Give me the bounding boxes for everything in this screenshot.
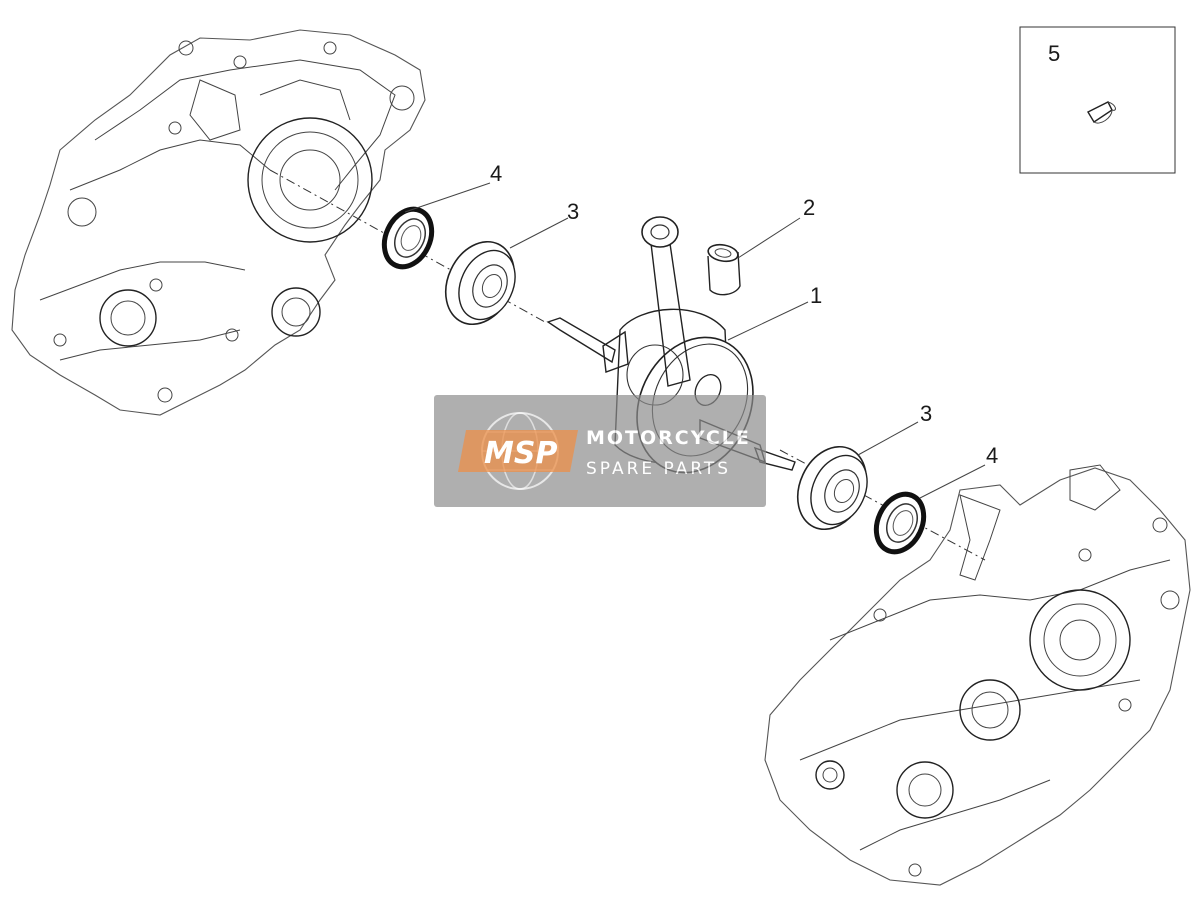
watermark-logo: MSP [484,436,557,471]
bush [707,243,741,296]
watermark-line1: MOTORCYCLE [586,427,751,449]
watermark-line2: SPARE PARTS [586,459,731,479]
woodruff-key [1087,101,1116,124]
callout-5: 5 [1048,41,1060,66]
callout-3-right: 3 [920,401,932,426]
callout-4-right: 4 [986,443,998,468]
watermark: MSP MOTORCYCLE SPARE PARTS [434,395,766,507]
left-crankcase-half [11,29,426,416]
oil-seal-right [873,491,927,555]
inset-box-part-5: 5 [1019,26,1176,174]
leader-lines [404,182,986,499]
callout-3-left: 3 [567,199,579,224]
callout-1: 1 [810,283,822,308]
callout-2: 2 [803,195,815,220]
bearing-left [444,240,516,326]
oil-seal-left [381,206,435,270]
callout-4-left: 4 [490,161,502,186]
bearing-right [796,445,868,531]
right-crankcase-half [764,464,1191,886]
